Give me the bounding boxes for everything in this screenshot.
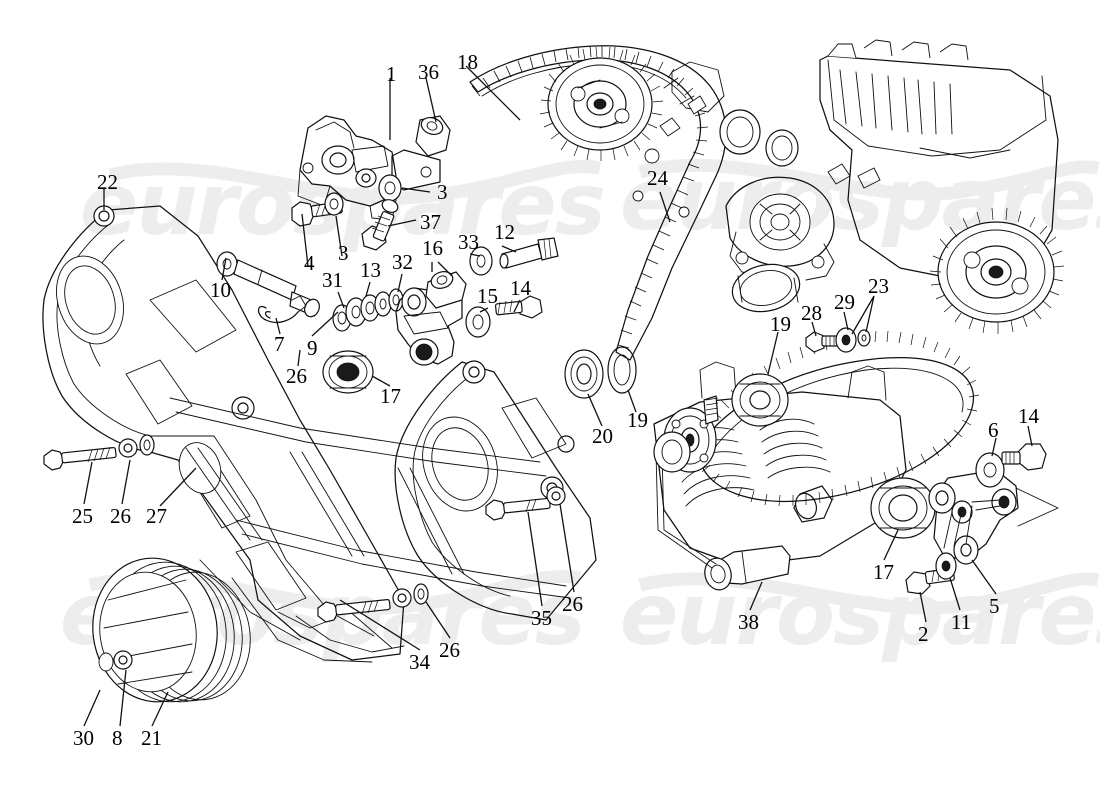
washer-3-upper bbox=[378, 174, 402, 202]
washer-6 bbox=[975, 452, 1005, 488]
callout-label: 33 bbox=[458, 230, 479, 254]
callout-label: 21 bbox=[141, 726, 162, 750]
callout-label: 37 bbox=[420, 210, 441, 234]
callout-label: 4 bbox=[304, 251, 315, 275]
long-bolt-35 bbox=[485, 486, 566, 521]
callout-label: 6 bbox=[988, 418, 999, 442]
callout-label: 27 bbox=[146, 504, 167, 528]
callout-label: 5 bbox=[989, 594, 1000, 618]
callout-label: 28 bbox=[801, 301, 822, 325]
callout-label: 12 bbox=[494, 220, 515, 244]
crank-pulley bbox=[92, 557, 251, 703]
callout-label: 14 bbox=[510, 276, 531, 300]
callout-label: 18 bbox=[457, 50, 478, 74]
callout-label: 3 bbox=[437, 180, 448, 204]
bolt-37 bbox=[361, 199, 399, 251]
leader-lines bbox=[83, 65, 1033, 727]
callout-label: 29 bbox=[834, 290, 855, 314]
callout-label: 32 bbox=[392, 250, 413, 274]
bolt-28 bbox=[805, 331, 839, 353]
callout-label: 25 bbox=[72, 504, 93, 528]
callout-label: 20 bbox=[592, 424, 613, 448]
idler-roller-19 bbox=[731, 373, 789, 427]
callout-label: 38 bbox=[738, 610, 759, 634]
timing-cover-left bbox=[42, 205, 405, 661]
callout-label: 19 bbox=[627, 408, 648, 432]
callout-label: 7 bbox=[274, 332, 285, 356]
washer-stack bbox=[332, 288, 404, 332]
bolt-14-left bbox=[494, 295, 543, 319]
callout-label: 23 bbox=[868, 274, 889, 298]
water-pump bbox=[725, 176, 835, 313]
spacer-19-left bbox=[607, 346, 637, 394]
callout-label: 17 bbox=[380, 384, 401, 408]
callout-label: 36 bbox=[418, 60, 439, 84]
callout-label: 9 bbox=[307, 336, 318, 360]
bearing-17-left bbox=[322, 350, 374, 394]
crank-hub bbox=[653, 431, 691, 473]
engine-block-right bbox=[632, 39, 1059, 285]
callout-label: 3 bbox=[338, 241, 349, 265]
callout-label: 14 bbox=[1018, 404, 1039, 428]
callout-label: 17 bbox=[873, 560, 894, 584]
washer-15 bbox=[465, 306, 491, 338]
callout-label: 8 bbox=[112, 726, 123, 750]
tensioner-arm-16 bbox=[395, 271, 467, 366]
bolt-2 bbox=[905, 567, 955, 595]
clip-7 bbox=[257, 295, 307, 324]
callout-label: 26 bbox=[286, 364, 307, 388]
bearing-17-right bbox=[870, 477, 936, 539]
washer-29b bbox=[857, 329, 871, 347]
tensioner-rod bbox=[655, 451, 717, 569]
callout-label: 16 bbox=[422, 236, 443, 260]
callout-label: 31 bbox=[322, 268, 343, 292]
callout-label: 26 bbox=[110, 504, 131, 528]
callout-label: 30 bbox=[73, 726, 94, 750]
pin-12 bbox=[499, 237, 559, 269]
long-bolt-34 bbox=[317, 583, 429, 623]
timing-cover-centre bbox=[394, 360, 597, 621]
callout-label: 1 bbox=[386, 62, 397, 86]
callout-label: 13 bbox=[360, 258, 381, 282]
callout-label: 10 bbox=[210, 278, 231, 302]
upper-bracket-1 bbox=[297, 115, 441, 221]
spacer-38 bbox=[704, 545, 791, 591]
pin-36 bbox=[415, 115, 451, 157]
bolt-14-right bbox=[1001, 443, 1047, 471]
callout-label: 15 bbox=[477, 284, 498, 308]
long-bolt-25 bbox=[43, 434, 155, 471]
washer-29 bbox=[835, 327, 857, 353]
cam-gear-right bbox=[929, 207, 1065, 334]
callout-label: 26 bbox=[439, 638, 460, 662]
callout-label: 2 bbox=[918, 622, 929, 646]
callout-label: 34 bbox=[409, 650, 430, 674]
washer-11 bbox=[935, 552, 957, 580]
timing-belt-23 bbox=[691, 330, 980, 507]
callout-label: 11 bbox=[951, 610, 972, 634]
cam-gear-top bbox=[539, 46, 664, 161]
callout-label: 35 bbox=[531, 606, 552, 630]
callout-label: 19 bbox=[770, 312, 791, 336]
bolt-4 bbox=[291, 192, 344, 227]
callout-label: 26 bbox=[562, 592, 583, 616]
cover-frame-struts bbox=[169, 397, 571, 663]
bearing-20 bbox=[564, 349, 604, 399]
callout-label: 24 bbox=[647, 166, 668, 190]
washer-33 bbox=[469, 246, 493, 276]
callout-label: 22 bbox=[97, 170, 118, 194]
